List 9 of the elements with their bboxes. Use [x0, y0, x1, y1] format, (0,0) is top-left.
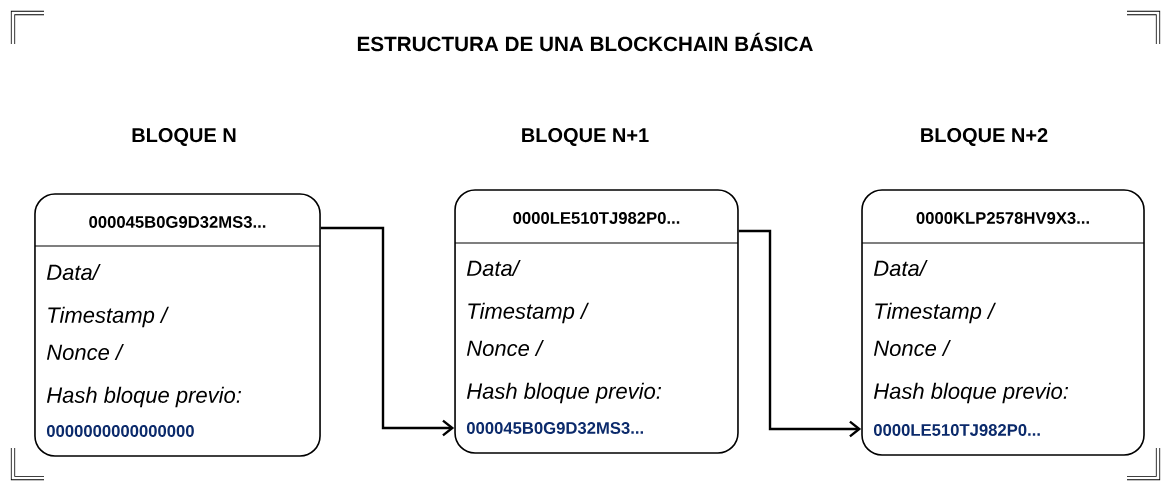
- block-box: 0000KLP2578HV9X3... Data/ Timestamp / Nonce / Hash bloque previo: 0000LE510TJ982P0...: [861, 189, 1145, 456]
- block-heading: BLOQUE N: [132, 128, 236, 146]
- block-heading: BLOQUE N+1: [522, 128, 649, 146]
- block-box: 000045B0G9D32MS3... Data/ Timestamp / Nonce / Hash bloque previo: 0000000000000000: [34, 193, 321, 457]
- connector-arrow: [320, 226, 455, 437]
- block-heading: BLOQUE N+2: [921, 128, 1048, 146]
- title: ESTRUCTURA DE UNA BLOCKCHAIN BÁSICA: [357, 32, 813, 52]
- block-box: 0000LE510TJ982P0... Data/ Timestamp / Nonce / Hash bloque previo: 000045B0G9D32MS3...: [454, 189, 739, 454]
- connector-arrow: [738, 229, 862, 438]
